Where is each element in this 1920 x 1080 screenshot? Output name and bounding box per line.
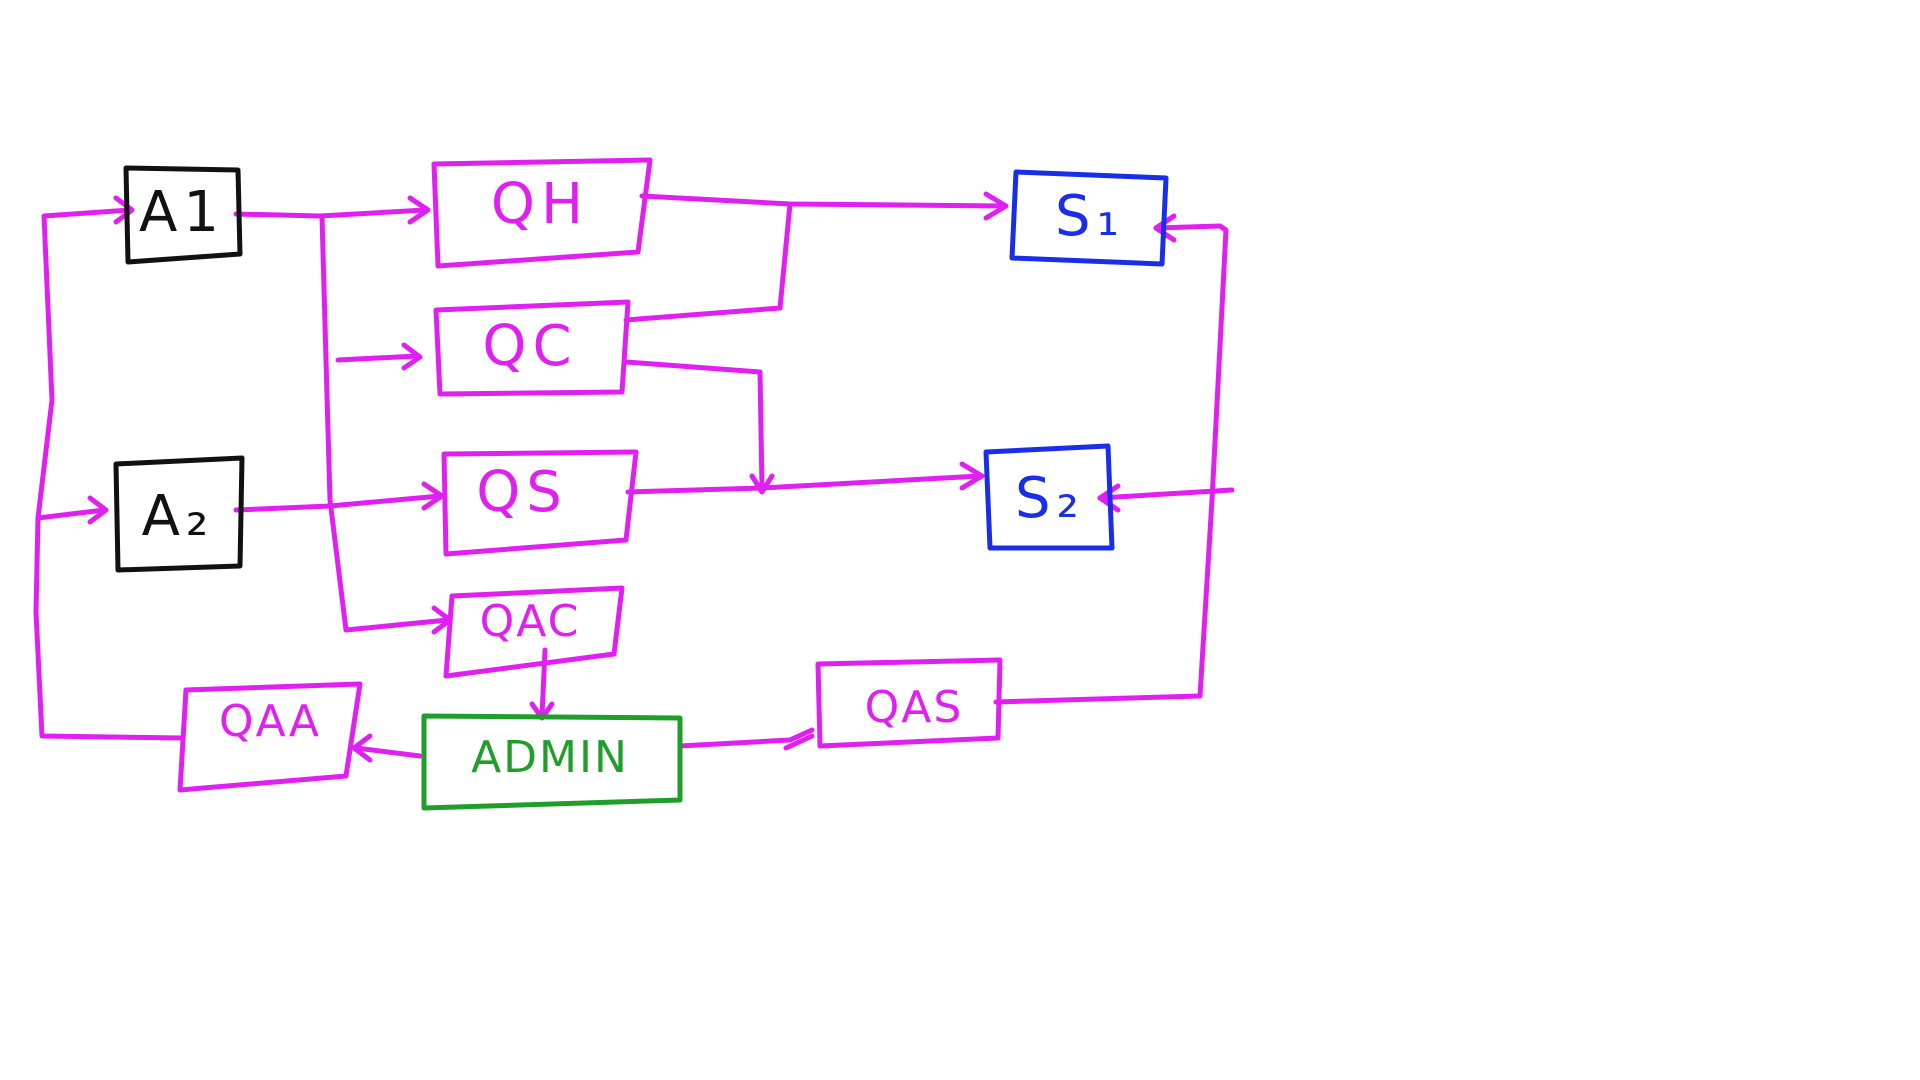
edge-admin-qaa [353, 745, 423, 759]
edge-qac-admin [539, 647, 548, 719]
node-qc-label: QC [482, 314, 577, 379]
wires [33, 191, 1235, 763]
edge-admin-qas-tick [783, 733, 815, 751]
node-qas-box [815, 657, 1003, 749]
node-a2-box [113, 455, 245, 573]
arrowhead-a1 [113, 195, 135, 225]
node-a1[interactable]: A1 [123, 165, 243, 265]
node-qh-box [431, 157, 653, 269]
node-s1[interactable]: S₁ [1009, 169, 1169, 267]
arrowhead-qaa [351, 733, 373, 763]
node-a2-label: A₂ [142, 484, 215, 549]
arrowhead-qh [407, 195, 431, 225]
arrowhead-qs [421, 481, 445, 511]
node-qc[interactable]: QC [433, 299, 631, 397]
arrowhead-s1 [983, 191, 1009, 221]
arrowhead-a2 [87, 495, 109, 525]
node-s2-label: S₂ [1015, 466, 1085, 531]
node-qh-label: QH [491, 172, 589, 237]
node-qc-box [433, 299, 631, 397]
arrowhead-qc-join [749, 473, 775, 495]
edge-a1-qac [343, 617, 451, 633]
node-a2[interactable]: A₂ [113, 455, 245, 573]
edge-a1-trunk [319, 213, 349, 633]
edge-qc-s2 [623, 359, 765, 491]
node-admin[interactable]: ADMIN [421, 713, 683, 811]
node-admin-label: ADMIN [471, 732, 629, 783]
node-qas-label: QAS [865, 682, 964, 733]
edge-a1-qh [233, 207, 428, 219]
node-a1-label: A1 [139, 180, 225, 245]
node-qaa-box [177, 681, 363, 793]
nodes: A1 A₂ QH QC QS [113, 157, 1169, 811]
node-qaa[interactable]: QAA [177, 681, 363, 793]
edge-a2-qs [233, 493, 443, 513]
edge-admin-qas [677, 727, 815, 749]
edge-qs-s2 [625, 473, 983, 495]
node-qac-box [443, 585, 625, 679]
edge-qh-s1 [639, 193, 1007, 209]
node-qaa-label: QAA [219, 696, 321, 747]
node-qs-box [441, 449, 639, 557]
arrowhead-s1-right [1153, 213, 1177, 243]
node-s2-box [983, 443, 1115, 551]
node-s2[interactable]: S₂ [983, 443, 1115, 551]
node-a1-box [123, 165, 243, 265]
edge-qaa-agents [33, 207, 185, 741]
node-s1-box [1009, 169, 1169, 267]
edge-a1-qc [335, 353, 421, 363]
arrowhead-s2 [959, 461, 985, 491]
node-qac[interactable]: QAC [443, 585, 625, 679]
node-admin-box [421, 713, 683, 811]
edge-qaa-a2 [35, 507, 107, 521]
node-qas[interactable]: QAS [815, 657, 1003, 749]
edge-qc-s1 [623, 201, 793, 323]
node-s1-label: S₁ [1055, 184, 1125, 249]
edge-qas-s2 [1097, 487, 1235, 501]
node-qs[interactable]: QS [441, 449, 639, 557]
node-qs-label: QS [476, 460, 568, 525]
arrowhead-qc [401, 342, 423, 371]
node-qh[interactable]: QH [431, 157, 653, 269]
node-qac-label: QAC [480, 596, 581, 647]
edge-qas-servers [993, 223, 1229, 705]
